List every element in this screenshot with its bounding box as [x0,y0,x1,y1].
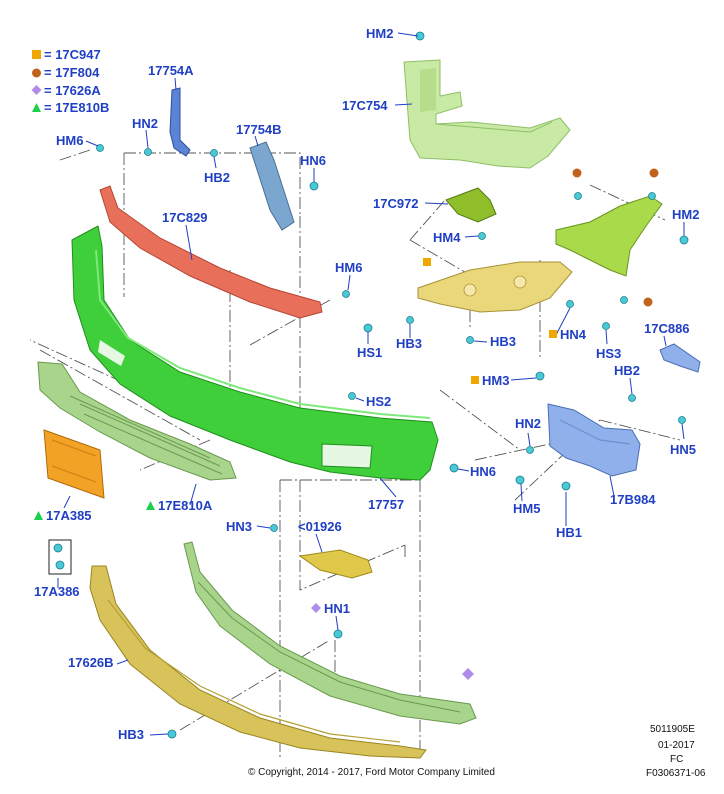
diagram-code-3: FC [670,754,683,765]
part-17754b-strap [249,141,295,231]
hm3-square-marker [471,376,479,384]
part-yellow-side-bracket [417,261,573,313]
label-hn1: HN1 [324,601,350,616]
label-hn2-right: HN2 [515,416,541,431]
part-lower-deflector [183,541,477,725]
label-17754a: 17754A [148,63,194,78]
fasteners [96,31,689,739]
label-17754b: 17754B [236,122,282,137]
label-hm6-left: HM6 [56,133,83,148]
part-17c972-bracket [445,187,497,223]
legend-item-17c947: = 17C947 [44,47,101,62]
label-hn6-low: HN6 [470,464,496,479]
label-hm4: HM4 [433,230,461,245]
label-hb3-a: HB3 [396,336,422,351]
label-hb1: HB1 [556,525,582,540]
copyright-text: © Copyright, 2014 - 2017, Ford Motor Com… [248,767,495,778]
label-17a385: 17A385 [46,508,92,523]
label-hm3: HM3 [482,373,509,388]
part-17b984-bracket [547,403,641,477]
part-17a385-plate-bracket [43,429,105,499]
label-17c972: 17C972 [373,196,419,211]
label-01926: <01926 [298,519,342,534]
label-17a386: 17A386 [34,584,80,599]
label-hs3: HS3 [596,346,621,361]
label-hs2: HS2 [366,394,391,409]
label-hb2-left: HB2 [204,170,230,185]
part-17757-bumper [71,225,439,481]
label-hn5-right: HN5 [670,442,696,457]
part-17a386-fastener-box [48,539,72,575]
label-hm2-right: HM2 [672,207,699,222]
part-17e810a-grille [37,361,237,481]
label-17c829: 17C829 [162,210,208,225]
label-17757: 17757 [368,497,404,512]
label-hb2-right: HB2 [614,363,640,378]
label-hb3-low: HB3 [118,727,144,742]
hn1-diamond-marker [311,603,321,613]
diagram-code-2: 01-2017 [658,740,695,751]
part-right-upper-bracket [555,195,663,277]
legend-diamond-marker [31,85,42,95]
callout-markers [423,168,659,680]
label-hb3-b: HB3 [490,334,516,349]
hn4-square-marker [549,330,557,338]
part-17626b-shield [89,565,427,759]
legend-item-17e810b: = 17E810B [44,100,109,115]
label-hm6-mid: HM6 [335,260,362,275]
label-17626b: 17626B [68,655,114,670]
part-01926-bracket [298,549,373,579]
label-hn6-top: HN6 [300,153,326,168]
label-17e810a: 17E810A [158,498,213,513]
legend-square-marker [32,50,41,59]
label-hm2-top: HM2 [366,26,393,41]
leader-lines [57,32,685,736]
legend-item-17626a: = 17626A [44,83,101,98]
footer: © Copyright, 2014 - 2017, Ford Motor Com… [248,724,706,779]
legend-circle-marker [32,68,41,78]
part-17c754-bracket [403,59,571,169]
diagram-code-1: 5011905E [650,724,695,735]
legend-item-17f804: = 17F804 [44,65,100,80]
part-17754a-strap [169,87,191,157]
part-17c829-reinforcement [99,185,323,319]
17e810a-triangle-marker [146,501,155,510]
label-17c886: 17C886 [644,321,690,336]
diagram-code-4: F0306371-06 [646,768,706,779]
label-hn3: HN3 [226,519,252,534]
label-hs1: HS1 [357,345,382,360]
label-17b984: 17B984 [610,492,656,507]
label-hn2-top: HN2 [132,116,158,131]
part-17c886-strap [659,343,701,373]
legend-triangle-marker [32,103,41,112]
17a385-triangle-marker [34,511,43,520]
legend: = 17C947 = 17F804 = 17626A = 17E810B [31,47,109,115]
label-hm5: HM5 [513,501,540,516]
part-labels: HM2 17C754 17754A 17754B HM6 HN2 HB2 HN6… [34,26,699,742]
label-hn4: HN4 [560,327,587,342]
label-17c754: 17C754 [342,98,388,113]
